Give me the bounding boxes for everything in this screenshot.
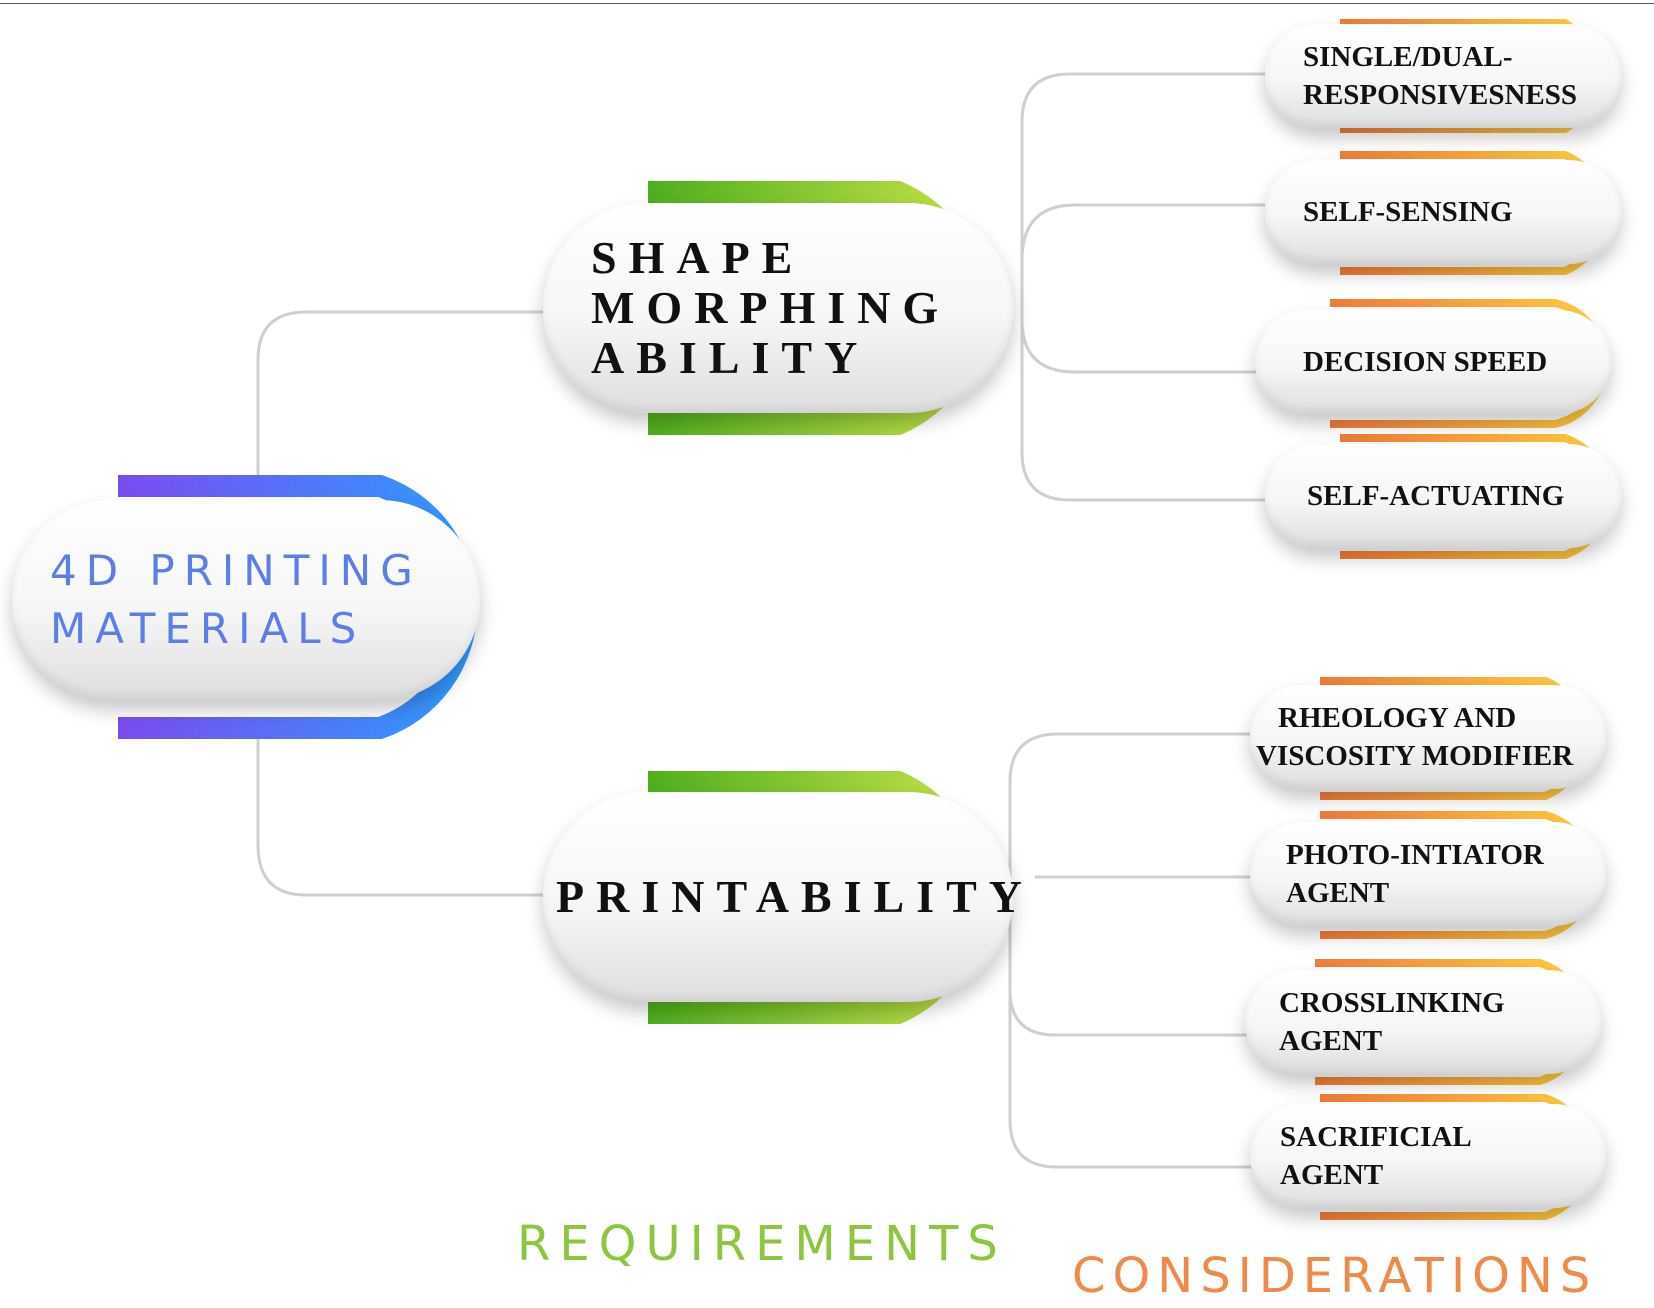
requirement-line: PRINTABILITY — [556, 871, 1034, 922]
consideration-line: PHOTO-INTIATOR — [1286, 839, 1544, 871]
consideration-node-self-actuating: SELF-ACTUATING — [1265, 444, 1621, 548]
requirement-node-printability: PRINTABILITY — [543, 792, 1034, 1002]
connector-to-self-actuating — [1020, 312, 1265, 502]
consideration-line: VISCOSITY MODIFIER — [1256, 740, 1574, 772]
requirement-node-shape-morphing: SHAPE MORPHING ABILITY — [543, 203, 1013, 413]
consideration-line: SELF-SENSING — [1303, 196, 1513, 228]
connector-to-self-sensing — [1020, 203, 1265, 261]
consideration-line: SINGLE/DUAL- — [1303, 41, 1513, 73]
connector-root-to-shape-morphing — [256, 310, 545, 480]
top-border-line — [0, 3, 1654, 4]
connector-to-decision-speed — [1020, 319, 1265, 374]
consideration-line: RESPONSIVESNESS — [1303, 79, 1577, 111]
root-line-2: MATERIALS — [50, 604, 366, 653]
connector-to-sacrificial — [1008, 895, 1255, 1169]
consideration-line: DECISION SPEED — [1303, 346, 1548, 378]
consideration-node-crosslinking: CROSSLINKING AGENT — [1245, 970, 1601, 1074]
root-node: 4D PRINTING MATERIALS — [12, 500, 480, 700]
requirements-label: REQUIREMENTS — [517, 1216, 1007, 1272]
consideration-node-self-sensing: SELF-SENSING — [1265, 160, 1621, 264]
consideration-line: SACRIFICIAL — [1280, 1121, 1472, 1153]
connector-to-single-dual — [1020, 72, 1265, 312]
consideration-node-sacrificial: SACRIFICIAL AGENT — [1250, 1104, 1606, 1208]
consideration-line: AGENT — [1279, 1025, 1383, 1057]
consideration-line: RHEOLOGY AND — [1278, 702, 1517, 734]
consideration-node-decision-speed: DECISION SPEED — [1255, 310, 1611, 414]
consideration-line: AGENT — [1286, 877, 1390, 909]
connector-root-to-printability — [256, 725, 545, 897]
consideration-node-rheology: RHEOLOGY AND VISCOSITY MODIFIER — [1250, 685, 1606, 789]
connector-to-crosslinking — [1008, 895, 1255, 1037]
consideration-line: CROSSLINKING — [1279, 987, 1505, 1019]
consideration-node-single-dual: SINGLE/DUAL- RESPONSIVESNESS — [1265, 24, 1621, 128]
consideration-node-photo-initiator: PHOTO-INTIATOR AGENT — [1250, 822, 1606, 926]
considerations-label: CONSIDERATIONS — [1072, 1248, 1598, 1304]
root-line-1: 4D PRINTING — [50, 546, 422, 595]
consideration-line: AGENT — [1280, 1159, 1384, 1191]
consideration-line: SELF-ACTUATING — [1307, 480, 1565, 512]
requirement-line: ABILITY — [591, 332, 870, 383]
connector-to-rheology — [1008, 732, 1255, 895]
requirement-line: MORPHING — [591, 282, 951, 333]
requirement-line: SHAPE — [591, 232, 805, 283]
